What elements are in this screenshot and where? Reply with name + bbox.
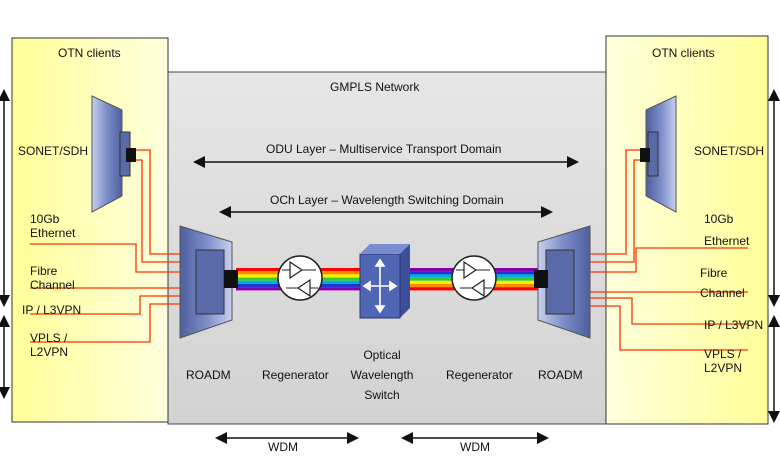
- right-client-ethernet: Ethernet: [704, 234, 750, 248]
- right-client-sonet: SONET/SDH: [694, 144, 765, 158]
- left-regenerator-label: Regenerator: [262, 368, 329, 382]
- right-client-fibre: Fibre: [700, 266, 728, 280]
- odu-layer-label: ODU Layer – Multiservice Transport Domai…: [266, 142, 502, 156]
- right-client-lines: [584, 149, 748, 351]
- switch-label-line2: Wavelength: [350, 368, 414, 382]
- right-client-channel: Channel: [700, 286, 745, 300]
- left-roadm-icon: [179, 225, 238, 339]
- right-client-vpls: VPLS /: [704, 347, 742, 361]
- wdm-right-label: WDM: [460, 440, 490, 454]
- left-sonet-mux-icon: [91, 95, 136, 213]
- left-roadm-label: ROADM: [186, 368, 231, 382]
- right-roadm-icon: [534, 225, 591, 339]
- right-regenerator-label: Regenerator: [446, 368, 513, 382]
- right-client-10gb: 10Gb: [704, 212, 734, 226]
- switch-label-line3: Switch: [364, 388, 400, 402]
- right-roadm-label: ROADM: [538, 368, 583, 382]
- right-otn-clients-panel: [605, 35, 769, 425]
- optical-wavelength-switch-icon: [359, 244, 410, 319]
- left-client-vpls: VPLS /: [30, 331, 68, 345]
- left-client-fibre: Fibre: [30, 264, 58, 278]
- left-regenerator-icon: [277, 255, 323, 301]
- left-client-lines: [30, 149, 196, 343]
- gmpls-network-title: GMPLS Network: [330, 80, 420, 94]
- och-layer-label: OCh Layer – Wavelength Switching Domain: [270, 193, 504, 207]
- right-regenerator-icon: [451, 255, 497, 301]
- left-client-ethernet: Ethernet: [30, 226, 76, 240]
- right-panel-title: OTN clients: [652, 46, 715, 60]
- left-client-sonet: SONET/SDH: [18, 144, 89, 158]
- left-panel-title: OTN clients: [58, 46, 121, 60]
- right-client-ip: IP / L3VPN: [704, 318, 764, 332]
- right-client-l2vpn: L2VPN: [704, 361, 743, 375]
- wdm-left-label: WDM: [268, 440, 298, 454]
- left-client-channel: Channel: [30, 278, 75, 292]
- left-client-l2vpn: L2VPN: [30, 345, 69, 359]
- switch-label-line1: Optical: [363, 348, 401, 362]
- left-client-10gb: 10Gb: [30, 212, 60, 226]
- right-sonet-mux-icon: [640, 95, 677, 213]
- left-client-ip: IP / L3VPN: [22, 303, 82, 317]
